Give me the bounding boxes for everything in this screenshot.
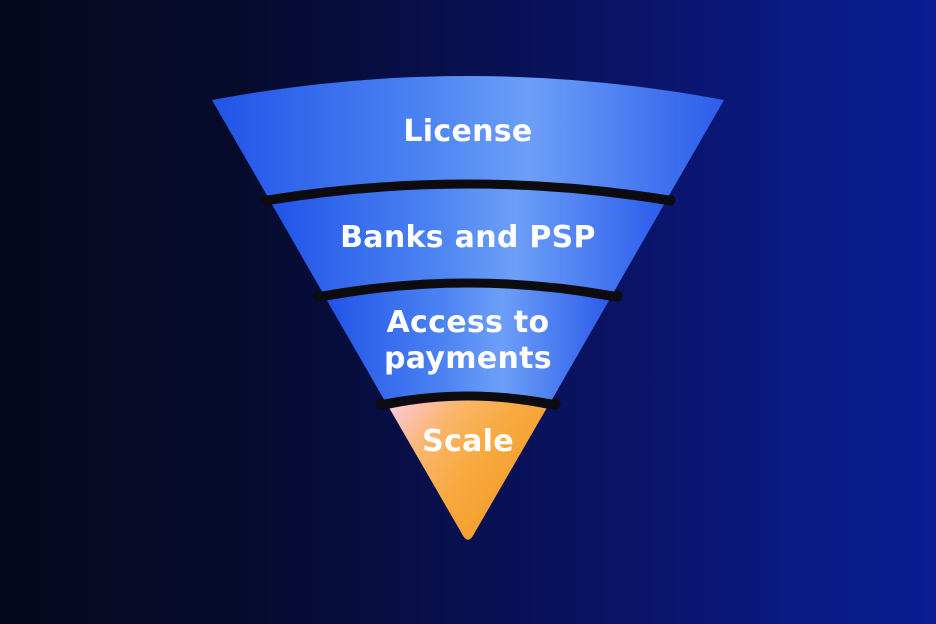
funnel-separator-3 [375, 390, 561, 410]
funnel-separator-2 [313, 277, 623, 302]
funnel-segment-access-payments [327, 287, 609, 400]
funnel-segment-scale [389, 400, 547, 540]
funnel-label-banks-psp: Banks and PSP [340, 220, 596, 255]
funnel-segment-license [212, 76, 724, 196]
funnel-label-access-payments: Access to payments [384, 305, 552, 376]
funnel-separator-1 [260, 178, 676, 206]
funnel-segment-banks-psp [272, 188, 664, 292]
funnel-label-license: License [403, 114, 533, 149]
funnel-label-scale: Scale [422, 424, 514, 459]
